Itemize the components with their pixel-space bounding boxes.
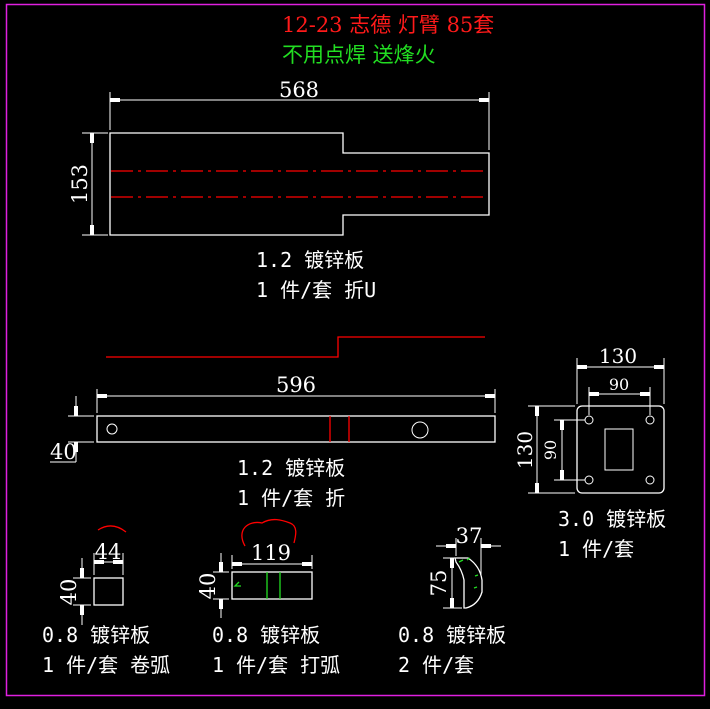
part-1-qty: 1 件/套 折U bbox=[256, 278, 376, 302]
part-5-height-label: 40 bbox=[196, 573, 220, 600]
part-5-arc bbox=[241, 518, 297, 547]
part-2-hole-small bbox=[106, 423, 118, 435]
part-5-spec: 0.8 镀锌板 bbox=[212, 623, 320, 647]
part-3-hole bbox=[584, 475, 594, 485]
part-6-qty: 2 件/套 bbox=[398, 653, 474, 677]
part-6: 37 75 0.8 镀锌板 2 件/套 bbox=[398, 524, 506, 677]
part-2-height-label: 40 bbox=[50, 440, 77, 464]
part-5-outline bbox=[231, 571, 313, 600]
part-1-outline bbox=[109, 132, 490, 236]
part-4: 44 40 0.8 镀锌板 1 件/套 卷弧 bbox=[42, 525, 170, 677]
part-6-outline bbox=[454, 557, 483, 609]
part-4-width-label: 44 bbox=[95, 540, 122, 564]
part-5: 119 40 0.8 镀锌板 1 件/套 打弧 bbox=[196, 518, 340, 677]
part-3-inner-height-label: 90 bbox=[541, 440, 560, 460]
part-5-width-label: 119 bbox=[251, 541, 291, 565]
part-6-spec: 0.8 镀锌板 bbox=[398, 623, 506, 647]
part-4-outline bbox=[93, 577, 124, 606]
part-3-cutout bbox=[604, 428, 634, 471]
part-3-spec: 3.0 镀锌板 bbox=[558, 507, 666, 531]
part-5-qty: 1 件/套 打弧 bbox=[212, 653, 340, 677]
part-2: 596 40 1.2 镀锌板 1 件/套 折 bbox=[50, 336, 496, 510]
part-4-spec: 0.8 镀锌板 bbox=[42, 623, 150, 647]
part-3-hole bbox=[645, 475, 655, 485]
drawing-frame bbox=[5, 3, 706, 697]
part-1: 568 153 1.2 镀锌板 1 件/套 折U bbox=[68, 78, 490, 302]
part-6-width-label: 37 bbox=[456, 524, 483, 548]
part-5-mark-arrow bbox=[233, 581, 241, 587]
part-1-width-label: 568 bbox=[279, 78, 319, 102]
part-3-inner-width-label: 90 bbox=[609, 375, 629, 394]
part-3: 130 90 130 90 3.0 镀锌板 1 件/套 bbox=[513, 344, 666, 561]
part-3-outline bbox=[576, 405, 665, 494]
part-1-spec: 1.2 镀锌板 bbox=[256, 248, 364, 272]
drawing-title: 12-23 志德 灯臂 85套 bbox=[282, 13, 494, 37]
part-1-height-label: 153 bbox=[68, 164, 92, 204]
drawing-note: 不用点焊 送烽火 bbox=[282, 43, 436, 67]
part-3-outer-height-label: 130 bbox=[513, 431, 537, 469]
part-4-arc bbox=[97, 525, 127, 533]
part-3-hole bbox=[645, 415, 655, 425]
part-2-outline bbox=[96, 415, 496, 443]
part-3-outer-width-label: 130 bbox=[599, 344, 637, 368]
part-3-hole bbox=[584, 415, 594, 425]
part-3-qty: 1 件/套 bbox=[558, 537, 634, 561]
part-4-qty: 1 件/套 卷弧 bbox=[42, 653, 170, 677]
part-2-hole-large bbox=[411, 421, 429, 439]
part-6-height-label: 75 bbox=[427, 570, 451, 597]
part-2-width-label: 596 bbox=[276, 373, 316, 397]
part-2-spec: 1.2 镀锌板 bbox=[237, 456, 345, 480]
part-4-height-label: 40 bbox=[57, 579, 81, 606]
part-6-mark bbox=[458, 557, 479, 589]
part-2-bend-profile bbox=[106, 336, 485, 358]
part-2-qty: 1 件/套 折 bbox=[237, 486, 345, 510]
